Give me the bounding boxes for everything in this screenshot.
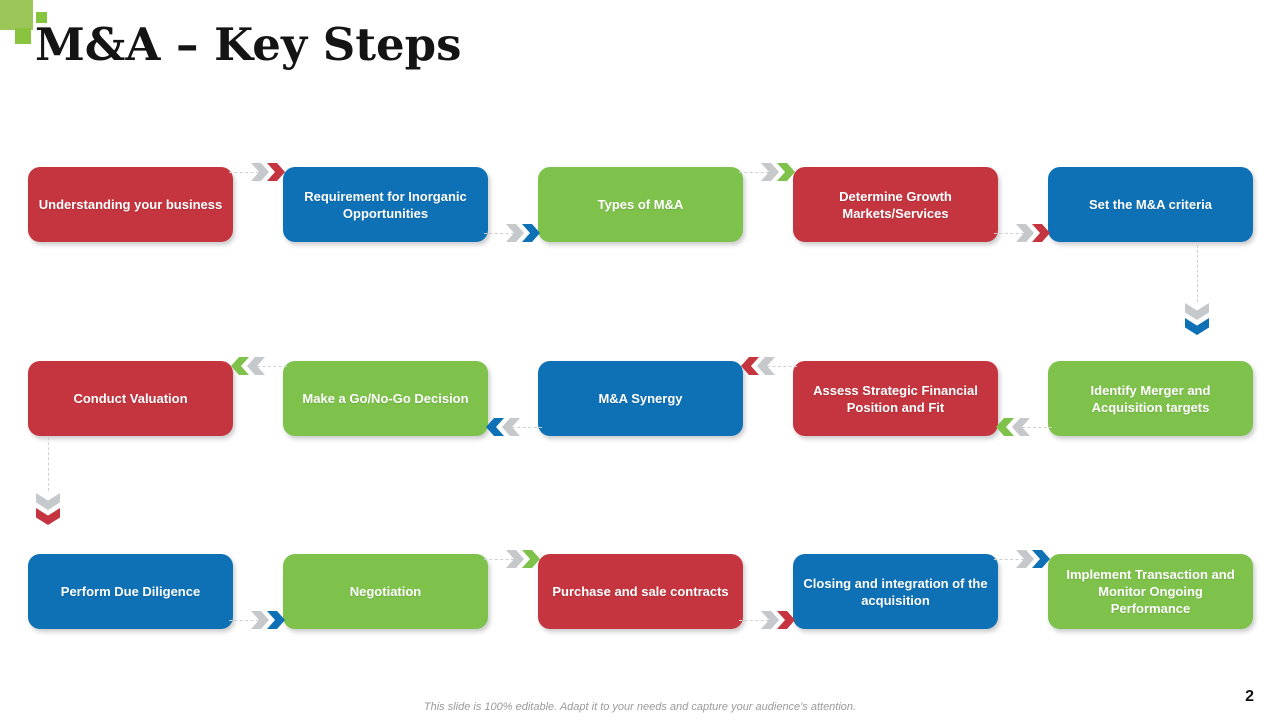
flow-connector-dash	[229, 172, 259, 173]
flow-connector-dash	[484, 233, 514, 234]
flow-down-arrow	[1185, 302, 1209, 336]
flow-step-label: Requirement for Inorganic Opportunities	[304, 188, 467, 221]
flow-step-label: Assess Strategic Financial Position and …	[813, 382, 978, 415]
flow-step-label: Understanding your business	[38, 197, 223, 212]
flow-connector-dash	[994, 233, 1024, 234]
flow-connector-dash	[512, 427, 542, 428]
flow-step-box: Conduct Valuation	[28, 361, 233, 436]
flow-step-label: Negotiation	[349, 584, 422, 599]
slide-title: M&A – Key Steps	[35, 18, 462, 71]
flow-down-arrow	[36, 492, 60, 526]
flow-connector-arrow	[251, 611, 287, 629]
flow-connector-arrow	[229, 357, 265, 375]
flow-connector-dash	[484, 559, 514, 560]
flow-step-box: Purchase and sale contracts	[538, 554, 743, 629]
chevron-right-icon	[1016, 550, 1050, 568]
flow-connector-arrow	[761, 163, 797, 181]
flow-step-box: Identify Merger and Acquisition targets	[1048, 361, 1253, 436]
flow-connector-arrow	[484, 418, 520, 436]
footer-note: This slide is 100% editable. Adapt it to…	[423, 701, 857, 713]
logo-square-mid-icon	[15, 28, 31, 44]
flow-connector-dash	[48, 437, 49, 491]
flow-step-box: Perform Due Diligence	[28, 554, 233, 629]
flow-step-label: Purchase and sale contracts	[552, 584, 729, 599]
logo-square-small-icon	[36, 12, 47, 23]
chevron-left-icon	[231, 357, 265, 375]
flow-connector-dash	[739, 620, 769, 621]
flow-connector-arrow	[739, 357, 775, 375]
flow-step-box: M&A Synergy	[538, 361, 743, 436]
chevron-right-icon	[1016, 224, 1050, 242]
flow-step-box: Determine Growth Markets/Services	[793, 167, 998, 242]
flow-connector-arrow	[506, 550, 542, 568]
flow-connector-arrow	[251, 163, 287, 181]
chevron-right-icon	[761, 163, 795, 181]
flow-step-label: Implement Transaction and Monitor Ongoin…	[1066, 567, 1235, 616]
chevron-down-icon	[1185, 302, 1209, 336]
flow-step-label: M&A Synergy	[598, 391, 683, 406]
chevron-right-icon	[506, 224, 540, 242]
flow-step-label: Make a Go/No-Go Decision	[302, 391, 469, 406]
flow-step-label: Identify Merger and Acquisition targets	[1090, 382, 1211, 415]
flow-connector-dash	[739, 172, 769, 173]
flow-connector-arrow	[994, 418, 1030, 436]
flow-step-box: Understanding your business	[28, 167, 233, 242]
flow-step-label: Determine Growth Markets/Services	[839, 188, 952, 221]
chevron-left-icon	[996, 418, 1030, 436]
chevron-left-icon	[486, 418, 520, 436]
flow-step-box: Types of M&A	[538, 167, 743, 242]
chevron-right-icon	[506, 550, 540, 568]
flow-step-label: Closing and integration of the acquisiti…	[803, 575, 988, 608]
flow-connector-dash	[994, 559, 1024, 560]
flow-connector-arrow	[1016, 550, 1052, 568]
chevron-right-icon	[251, 163, 285, 181]
flow-connector-dash	[1022, 427, 1052, 428]
chevron-right-icon	[761, 611, 795, 629]
flow-step-box: Closing and integration of the acquisiti…	[793, 554, 998, 629]
flow-step-box: Make a Go/No-Go Decision	[283, 361, 488, 436]
flow-connector-arrow	[506, 224, 542, 242]
flow-step-label: Perform Due Diligence	[60, 584, 201, 599]
flow-step-box: Set the M&A criteria	[1048, 167, 1253, 242]
flow-connector-arrow	[761, 611, 797, 629]
flow-step-box: Negotiation	[283, 554, 488, 629]
flow-connector-arrow	[1016, 224, 1052, 242]
chevron-left-icon	[741, 357, 775, 375]
flow-step-label: Set the M&A criteria	[1088, 197, 1213, 212]
flow-step-box: Implement Transaction and Monitor Ongoin…	[1048, 554, 1253, 629]
flow-step-label: Types of M&A	[597, 197, 684, 212]
flow-step-label: Conduct Valuation	[73, 391, 188, 406]
logo-square-large-icon	[0, 0, 33, 30]
flow-connector-dash	[257, 366, 287, 367]
chevron-down-icon	[36, 492, 60, 526]
flow-step-box: Assess Strategic Financial Position and …	[793, 361, 998, 436]
chevron-right-icon	[251, 611, 285, 629]
flow-step-box: Requirement for Inorganic Opportunities	[283, 167, 488, 242]
flow-connector-dash	[767, 366, 797, 367]
flow-connector-dash	[1197, 245, 1198, 302]
flow-connector-dash	[229, 620, 259, 621]
page-number: 2	[1245, 688, 1254, 705]
